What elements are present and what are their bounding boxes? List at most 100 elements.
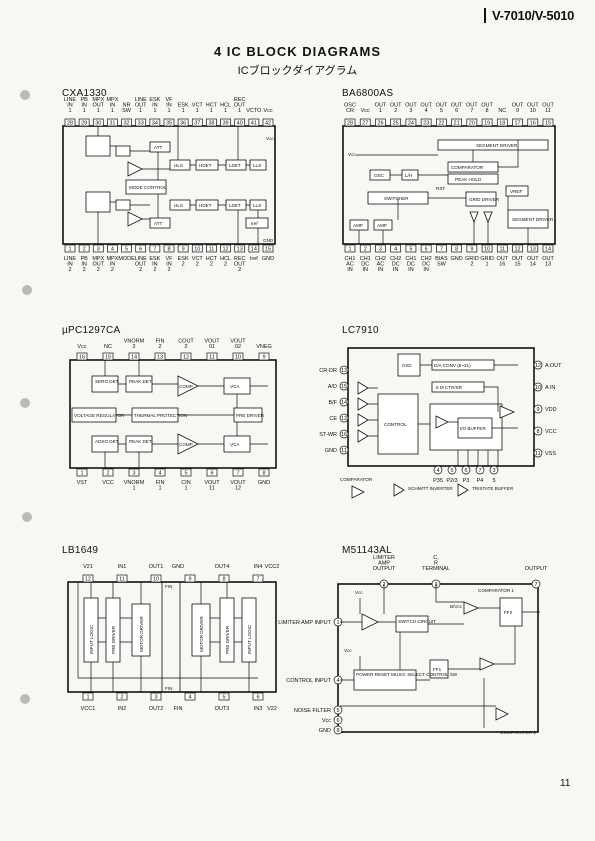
lb-bot-pin-label: FIN: [174, 706, 183, 712]
m5-left-pin-label: Vcc: [322, 718, 331, 724]
m5-left-pin-circle: [333, 715, 343, 725]
ba-top-pin-box: [344, 118, 356, 127]
upc-blk-peakdet-2: PEAK DET: [129, 439, 152, 444]
upc-blk-serodet: SERO DET: [95, 379, 119, 384]
ba-blk-peakhold: PEAK HOLD: [455, 177, 482, 182]
upc-bot-pin-box: [258, 468, 270, 477]
lc-right-pin-label: VDD: [545, 407, 557, 413]
upc-top-pin-label: NC: [104, 344, 112, 350]
m5-ann-vcc-2: Vcc: [344, 648, 352, 653]
ba-blk-lh: L/H: [405, 173, 412, 178]
lc-right-pin-label: A OUT: [545, 363, 562, 369]
m5-top-pin-number: 7: [534, 582, 537, 588]
cxa-top-pin-number: 33: [138, 121, 144, 127]
lc-bot-pin-circle: [447, 465, 457, 475]
ba-bot-pin-number: 1: [348, 247, 351, 253]
ba-top-pin-number: 27: [362, 121, 368, 127]
lb-top-pin-box: [82, 574, 94, 583]
ba6800as-package: [342, 125, 556, 245]
ba-top-pin-box: [359, 118, 371, 127]
ba-bot-pin-number: 13: [530, 247, 536, 253]
cxa-bot-pin-number: 11: [209, 247, 215, 253]
upc-top-pin-number: 10: [235, 355, 241, 361]
upc-bot-pin-box: [102, 468, 114, 477]
ba-bot-pin-number: 14: [545, 247, 551, 253]
ba-bot-pin-box: [451, 244, 462, 253]
lc-bot-pin-label: P35: [433, 478, 443, 484]
lc-left-pin-number: 12: [341, 416, 347, 422]
ba-bot-pin-number: 5: [409, 247, 412, 253]
ba-top-pin-label: Vcc: [361, 108, 370, 114]
lb-bot-pin-label: OUT2: [149, 706, 164, 712]
upc-bot-pin-box: [154, 468, 166, 477]
lb-bot-pin-box: [184, 692, 196, 701]
lb-blk-motordrv-1: MOTOR DRIVER: [139, 616, 144, 652]
ba-top-pin-box: [390, 118, 402, 127]
lc-left-pin-number: 13: [341, 368, 347, 374]
upc-top-pin-label: VNEG: [256, 344, 272, 350]
upc-bot-pin-box: [76, 468, 88, 477]
cxa-top-pin-box: [135, 118, 147, 127]
legend-schmitt: SCHMITT INVERTER: [408, 486, 453, 491]
ba-blk-switcher: SWITCHER: [384, 196, 409, 201]
lb-top-pin-label: IN4: [254, 564, 263, 570]
ba-bot-pin-number: 10: [484, 247, 490, 253]
lb-bot-pin-number: 1: [86, 695, 89, 701]
ba-top-pin-label: NC: [498, 108, 506, 114]
ic-name-cxa1330: CXA1330: [62, 88, 107, 99]
m5-blk-comp1: COMPARATOR 1: [478, 588, 514, 593]
ba-blk-griddrv: GRID DRIVER: [469, 197, 500, 202]
cxa-bot-pin-number: 10: [194, 247, 200, 253]
cxa-bot-pin-box: [107, 244, 118, 253]
ba-top-pin-box: [405, 118, 417, 127]
lb-top-pin-number: 9: [188, 577, 191, 583]
cxa1330-internals: ATT HLS HDET LDET LLS ATT HLS HDET LDET …: [85, 126, 274, 244]
ba-top-pin-number: 23: [423, 121, 429, 127]
page-number: 11: [560, 778, 571, 789]
m5-left-pin-circle: [333, 725, 343, 735]
ba-bot-pin-box: [375, 244, 386, 253]
cxa-bot-pin-box: [248, 244, 260, 253]
ba-blk-rst: RST: [436, 186, 445, 191]
cxa-bot-pin-box: [78, 244, 90, 253]
upc-bot-pin-number: 2: [106, 471, 109, 477]
upc-bot-pin-number: 3: [132, 471, 135, 477]
page-title: 4 IC BLOCK DIAGRAMS: [213, 44, 382, 59]
cxa-top-pin-box: [163, 118, 175, 127]
schmitt-symbol: [393, 483, 405, 497]
lb-blk-inlogic-2: INPUT LOGIC: [247, 624, 252, 654]
upc-top-pin-number: 13: [157, 355, 163, 361]
upc-top-pin-box: [102, 352, 114, 361]
ba-top-pin-box: [512, 118, 523, 127]
lc-left-pin-circle: [339, 365, 349, 375]
lc-left-pin-label: CE: [329, 416, 337, 422]
cxa-bot-pin-number: 3: [97, 247, 100, 253]
upc-top-pin-box: [232, 352, 244, 361]
m5-left-pin-circle: [333, 705, 343, 715]
m5-ann-vcc-1: Vcc: [355, 590, 363, 595]
m5-blk-comp2: COMPARATOR 2: [500, 730, 536, 735]
cxa-bot-pin-box: [149, 244, 161, 253]
upc-top-pin-box: [154, 352, 166, 361]
ba-bot-pin-box: [481, 244, 493, 253]
m5-left-pin-number: 1: [336, 620, 339, 626]
